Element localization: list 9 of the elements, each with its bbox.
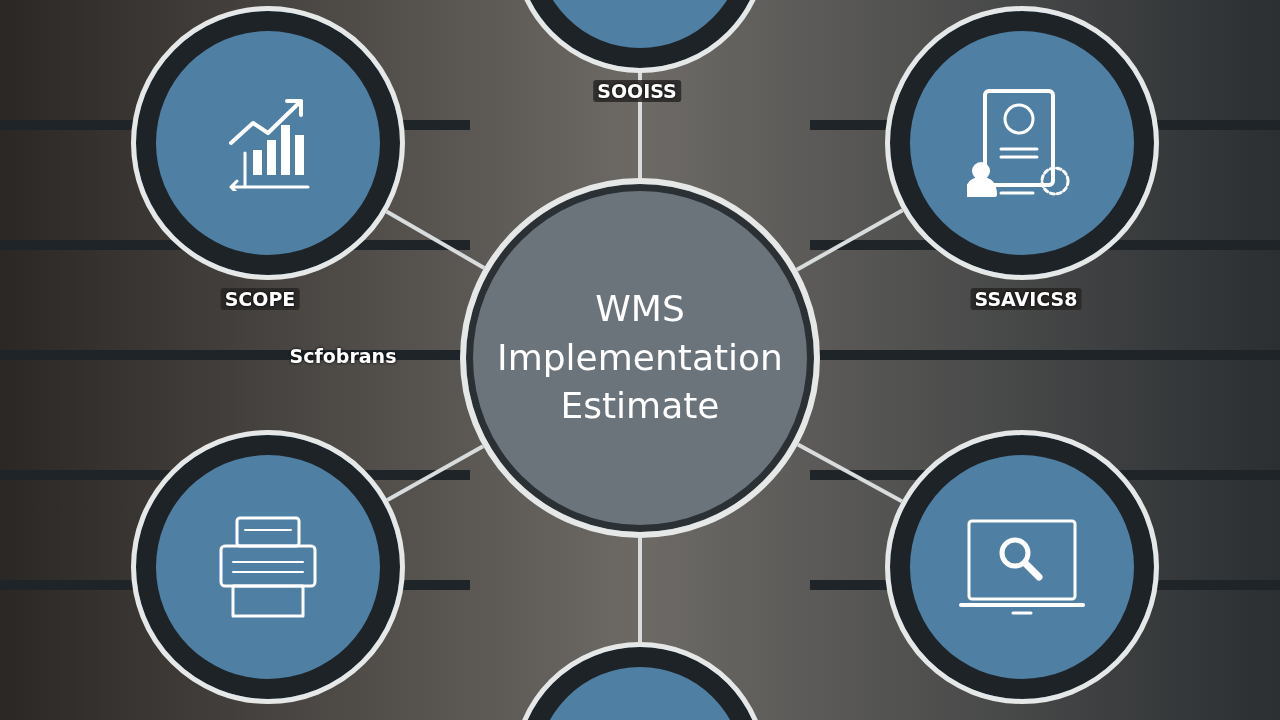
connector-line — [386, 444, 485, 502]
connector-line — [796, 442, 903, 503]
connector-line — [638, 538, 642, 642]
node-caption: SSAVICS8 — [970, 288, 1082, 310]
floating-label: Scfobrans — [289, 345, 397, 367]
connector-line — [795, 208, 904, 272]
node-caption: SCOPE — [220, 288, 300, 310]
center-title: WMS Implementation Estimate — [496, 287, 784, 429]
node-caption: SOOISS — [593, 80, 681, 102]
